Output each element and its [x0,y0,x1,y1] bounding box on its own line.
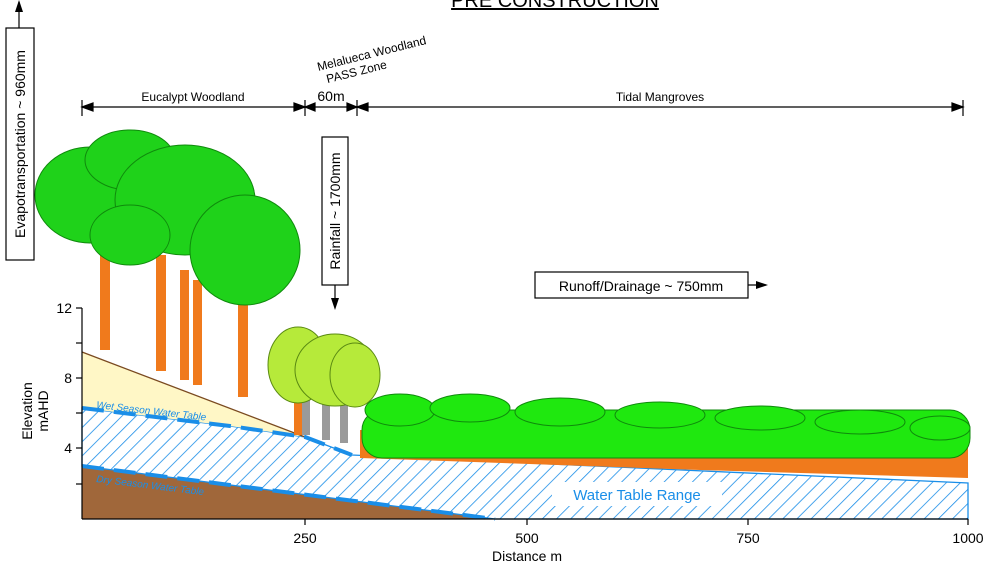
y-axis-label-line2: mAHD [35,390,51,431]
page-title: PRE CONSTRUCTION [451,0,659,12]
rainfall-label: Rainfall ~ 1700mm [327,152,343,269]
eucalypt-zone-label: Eucalypt Woodland [141,90,244,104]
axes [76,307,969,525]
y-axis-label-line1: Elevation [19,382,35,440]
zone-dimension-lines [80,100,965,116]
x-tick-750: 750 [736,530,760,546]
y-tick-8: 8 [64,370,72,386]
dry-season-line [81,464,496,521]
water-table-range-label: Water Table Range [573,487,701,504]
melaleuca-zone-label: Melalueca Woodland PASS Zone [316,33,428,86]
eucalypt-trees [34,129,302,435]
rainfall-indicator: Rainfall ~ 1700mm [321,136,349,310]
runoff-indicator: Runoff/Drainage ~ 750mm [534,271,768,299]
x-axis-label: Distance m [492,548,562,564]
mangroves-zone-label: Tidal Mangroves [616,90,704,104]
x-tick-1000: 1000 [952,530,983,546]
y-axis-label: Elevation mAHD [19,382,51,440]
y-tick-4: 4 [64,440,72,456]
melaleuca-width-label: 60m [317,88,344,104]
runoff-label: Runoff/Drainage ~ 750mm [559,278,723,294]
x-tick-250: 250 [293,530,317,546]
wet-season-line [81,406,353,457]
melaleuca-trees [267,326,381,443]
evapotranspiration-indicator: Evapotransportation ~ 960mm [5,0,35,261]
evapotranspiration-label: Evapotransportation ~ 960mm [12,50,28,238]
y-tick-12: 12 [56,300,72,316]
x-tick-500: 500 [515,530,539,546]
mangrove-canopy [360,393,971,478]
